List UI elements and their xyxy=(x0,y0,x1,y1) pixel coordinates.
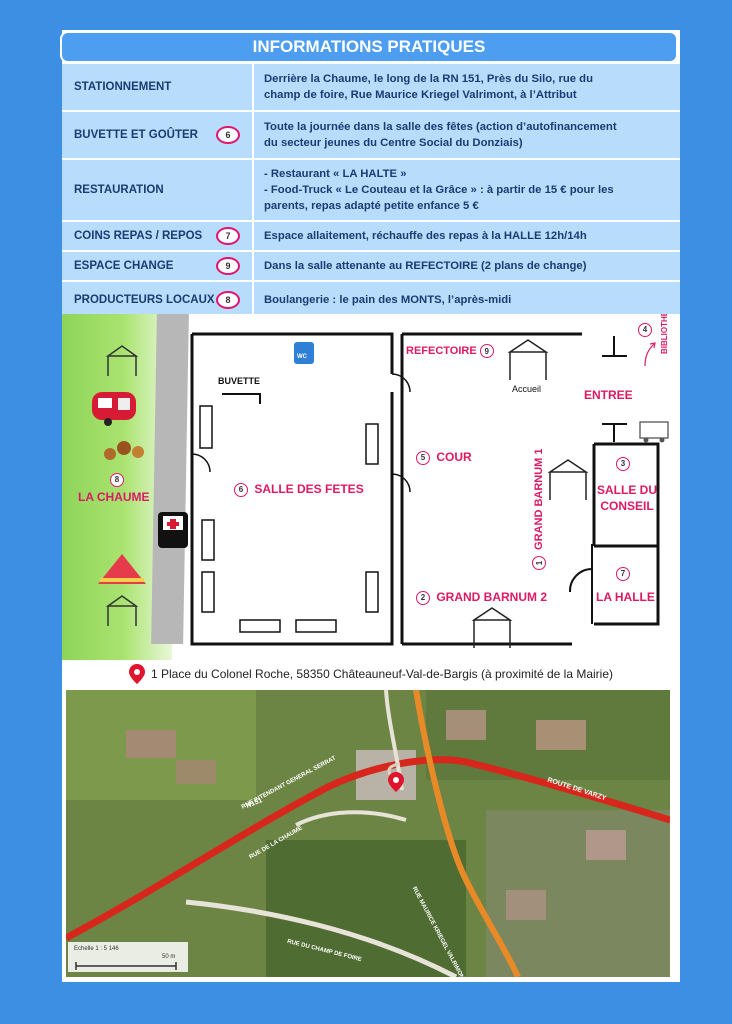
row-label: RESTAURATION xyxy=(62,160,254,220)
accueil-label: Accueil xyxy=(512,384,542,394)
satellite-map[interactable]: N151 ROUTE DE VARZY RUE MAURICE KRIEGEL … xyxy=(66,690,670,977)
grand-barnum-1-label: 1 GRAND BARNUM 1 xyxy=(532,448,546,570)
wc-label: WC xyxy=(297,354,307,360)
location-pin-icon xyxy=(128,664,145,684)
plan-walls xyxy=(92,332,669,648)
chaume-number: 8 xyxy=(110,472,127,487)
address-line: 1 Place du Colonel Roche, 58350 Châteaun… xyxy=(62,660,680,688)
info-table: STATIONNEMENT Derrière la Chaume, le lon… xyxy=(62,64,680,318)
buvette-label: BUVETTE xyxy=(218,376,261,386)
la-halle-number: 7 xyxy=(616,566,633,581)
page-title: INFORMATIONS PRATIQUES xyxy=(60,31,678,63)
entree-label: ENTREE xyxy=(584,388,633,402)
number-badge: 9 xyxy=(216,257,240,275)
number-badge: 8 xyxy=(216,291,240,309)
salle-conseil-number: 3 xyxy=(616,456,633,471)
map-scale-label: Echelle 1 : 5 146 xyxy=(74,946,119,952)
chaume-label: LA CHAUME xyxy=(78,490,150,504)
row-text: Espace allaitement, réchauffe des repas … xyxy=(254,222,680,250)
row-text: Derrière la Chaume, le long de la RN 151… xyxy=(254,64,680,110)
cour-label: 5 COUR xyxy=(416,450,472,465)
table-row: STATIONNEMENT Derrière la Chaume, le lon… xyxy=(62,64,680,112)
bibliotheque-label: BIBLIOTHEQUE xyxy=(660,314,669,354)
map-scale-unit: 50 m xyxy=(162,954,176,960)
salle-fetes-label: 6 SALLE DES FETES xyxy=(234,482,364,497)
number-badge: 7 xyxy=(216,227,240,245)
bibliotheque-number: 4 xyxy=(638,322,655,337)
number-badge: 6 xyxy=(216,126,240,144)
satellite-roads xyxy=(66,690,670,977)
refectoire-label: REFECTOIRE 9 xyxy=(406,344,497,358)
table-row: RESTAURATION - Restaurant « LA HALTE »- … xyxy=(62,160,680,222)
grand-barnum-2-label: 2 GRAND BARNUM 2 xyxy=(416,590,547,605)
row-text: - Restaurant « LA HALTE »- Food-Truck « … xyxy=(254,160,680,220)
row-text: Toute la journée dans la salle des fêtes… xyxy=(254,112,680,158)
la-halle-label: LA HALLE xyxy=(596,590,655,604)
location-pin-icon[interactable] xyxy=(388,772,404,792)
site-plan: WC BUVETTE REFECTOIRE 9 Accueil ENTREE 4… xyxy=(62,314,680,660)
row-label: STATIONNEMENT xyxy=(62,64,254,110)
row-text: Boulangerie : le pain des MONTS, l’après… xyxy=(254,282,680,318)
row-text: Dans la salle attenante au REFECTOIRE (2… xyxy=(254,252,680,280)
